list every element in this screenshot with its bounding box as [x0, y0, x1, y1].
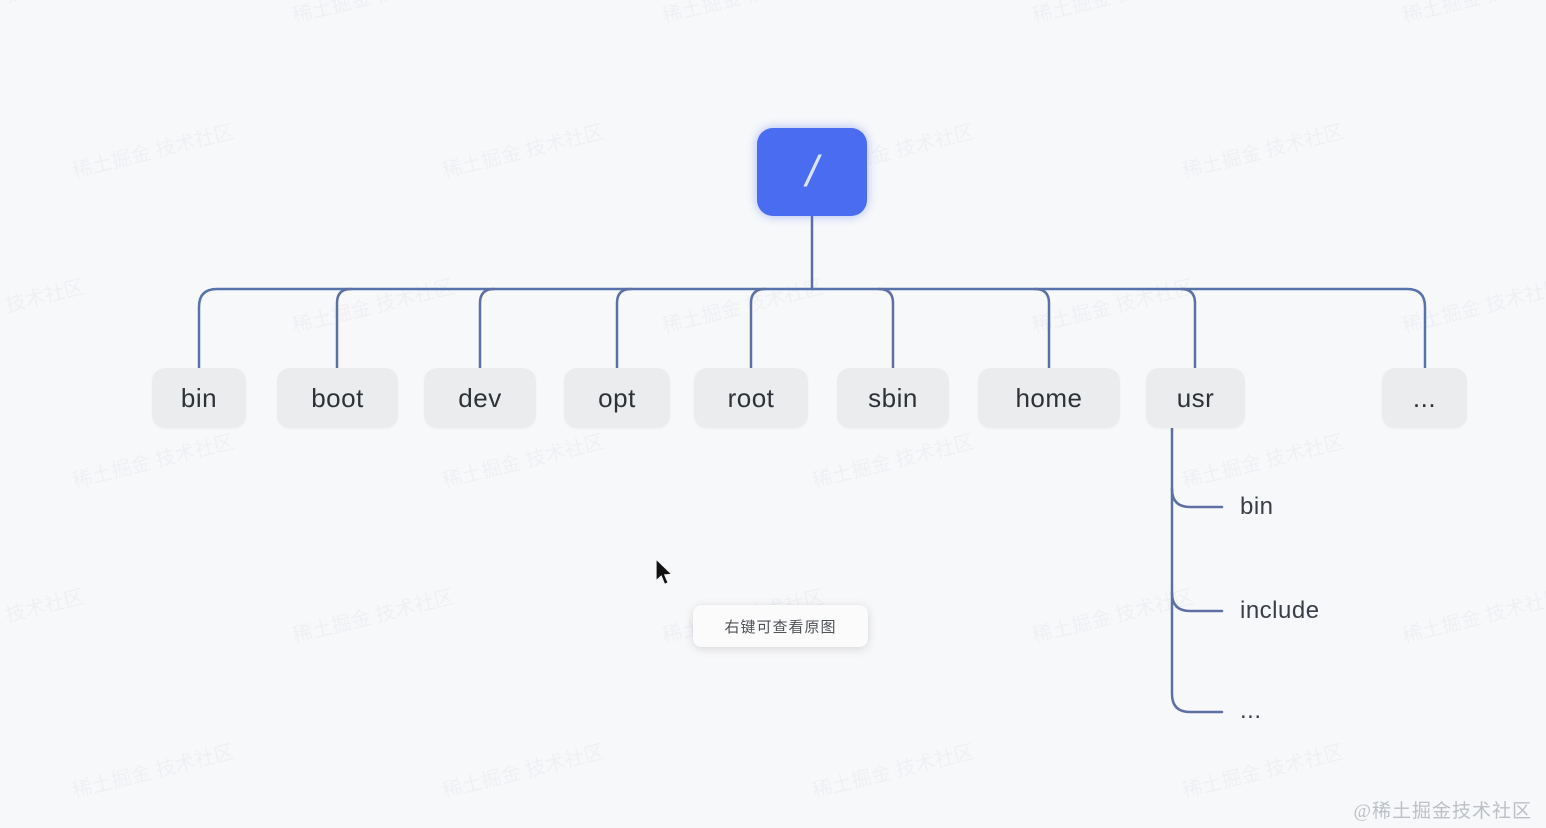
tree-node-root[interactable]: root — [694, 368, 808, 428]
tree-node-ellipsis[interactable]: ... — [1382, 368, 1467, 428]
tooltip-view-original[interactable]: 右键可查看原图 — [693, 605, 868, 647]
tree-node-usr-ellipsis[interactable]: ... — [1240, 697, 1262, 724]
connector-drop-boot — [335, 287, 353, 370]
tree-node-boot[interactable]: boot — [277, 368, 398, 428]
tooltip-text: 右键可查看原图 — [724, 618, 837, 636]
connector-drop-sbin — [877, 287, 895, 370]
connector-drop-usr — [1179, 287, 1197, 370]
tree-node-sbin[interactable]: sbin — [837, 368, 949, 428]
connector-main-rail — [197, 287, 1427, 370]
tree-node-bin[interactable]: bin — [152, 368, 246, 428]
connector-drop-root — [749, 287, 767, 370]
tree-node-dev[interactable]: dev — [424, 368, 536, 428]
tree-node-home[interactable]: home — [978, 368, 1120, 428]
site-watermark: @稀土掘金技术社区 — [1353, 801, 1532, 822]
tree-node-usr-bin[interactable]: bin — [1240, 493, 1274, 520]
tree-node-usr[interactable]: usr — [1146, 368, 1245, 428]
connector-usr-include — [1170, 591, 1224, 613]
connector-usr-bin — [1170, 487, 1224, 509]
connector-drop-opt — [615, 287, 633, 370]
connector-drop-dev — [478, 287, 496, 370]
connector-usr-spine — [1170, 426, 1224, 714]
tree-node-opt[interactable]: opt — [564, 368, 670, 428]
connector-drop-home — [1033, 287, 1051, 370]
tree-node-usr-include[interactable]: include — [1240, 597, 1320, 624]
tree-root-node[interactable]: / — [757, 128, 867, 216]
tree-root-label: / — [805, 147, 819, 196]
